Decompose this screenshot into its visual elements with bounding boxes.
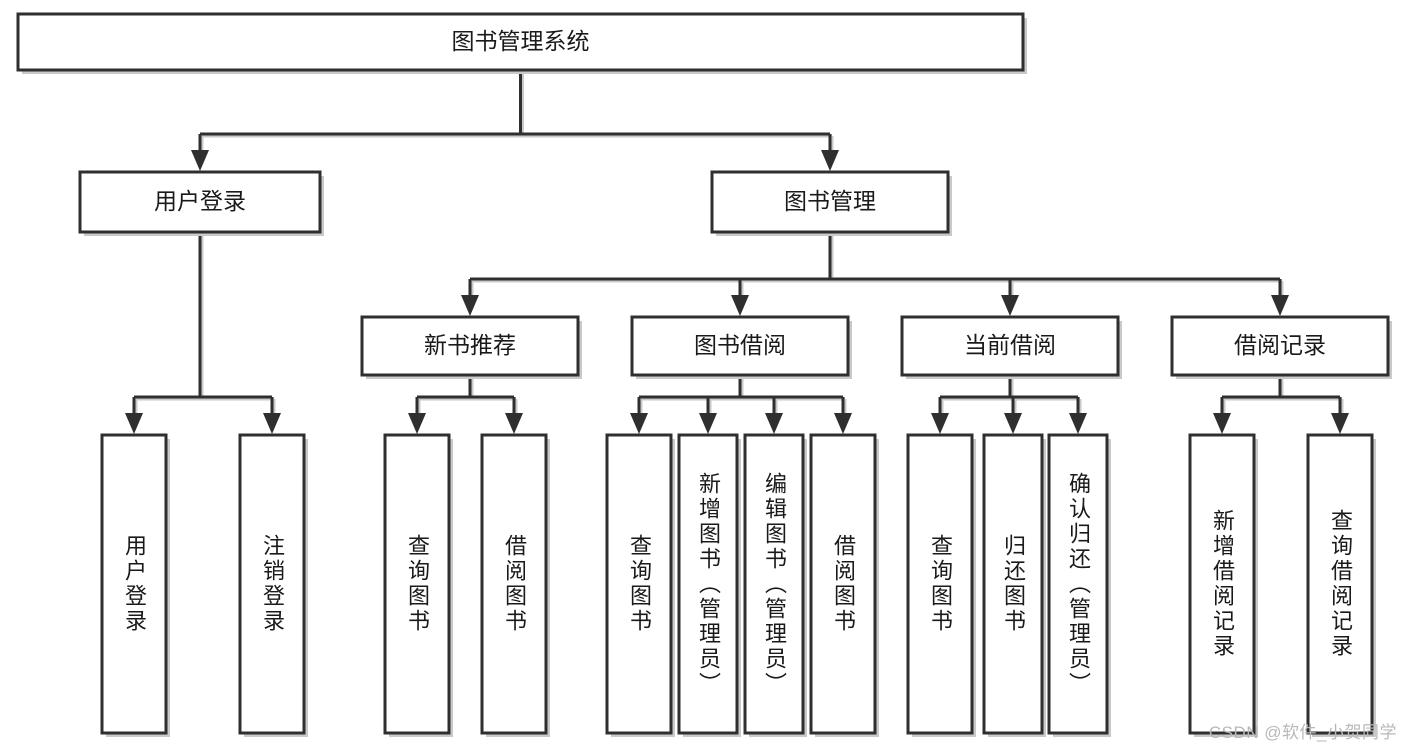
node-box-leaf_add_record[interactable] [1188,433,1256,735]
node-box-root[interactable] [16,12,1025,72]
node-box-leaf_borrow_book_1[interactable] [480,433,548,735]
node-label-current_borrow: 当前借阅 [964,332,1056,358]
node-box-leaf_return_book[interactable] [982,433,1044,735]
node-label-user_login: 用户登录 [154,188,246,214]
node-box-book_manage[interactable] [710,170,950,234]
node-box-leaf_query_book_2[interactable] [605,433,673,735]
node-label-root: 图书管理系统 [452,28,590,54]
node-box-leaf_query_record[interactable] [1306,433,1374,735]
connector-layer [125,70,1349,434]
node-label-book_manage: 图书管理 [784,188,876,214]
watermark-text: CSDN @软件_小贺同学 [1208,723,1397,742]
node-label-book_borrow: 图书借阅 [694,332,786,358]
node-box-leaf_confirm_return_admin[interactable] [1047,433,1109,735]
node-box-layer [16,12,1392,737]
node-box-leaf_borrow_book_2[interactable] [809,433,877,735]
node-box-leaf_query_book_1[interactable] [383,433,451,735]
node-box-leaf_add_book_admin[interactable] [677,433,739,735]
node-box-current_borrow[interactable] [900,315,1120,377]
node-box-leaf_user_login[interactable] [100,433,168,735]
node-box-leaf_logout[interactable] [238,433,306,735]
node-box-leaf_query_book_3[interactable] [906,433,974,735]
node-box-book_borrow[interactable] [630,315,850,377]
node-label-new_book_rec: 新书推荐 [424,332,516,358]
node-label-borrow_record: 借阅记录 [1234,332,1326,358]
node-box-leaf_edit_book_admin[interactable] [743,433,805,735]
node-box-new_book_rec[interactable] [360,315,580,377]
node-box-user_login[interactable] [78,170,322,234]
node-box-borrow_record[interactable] [1170,315,1390,377]
